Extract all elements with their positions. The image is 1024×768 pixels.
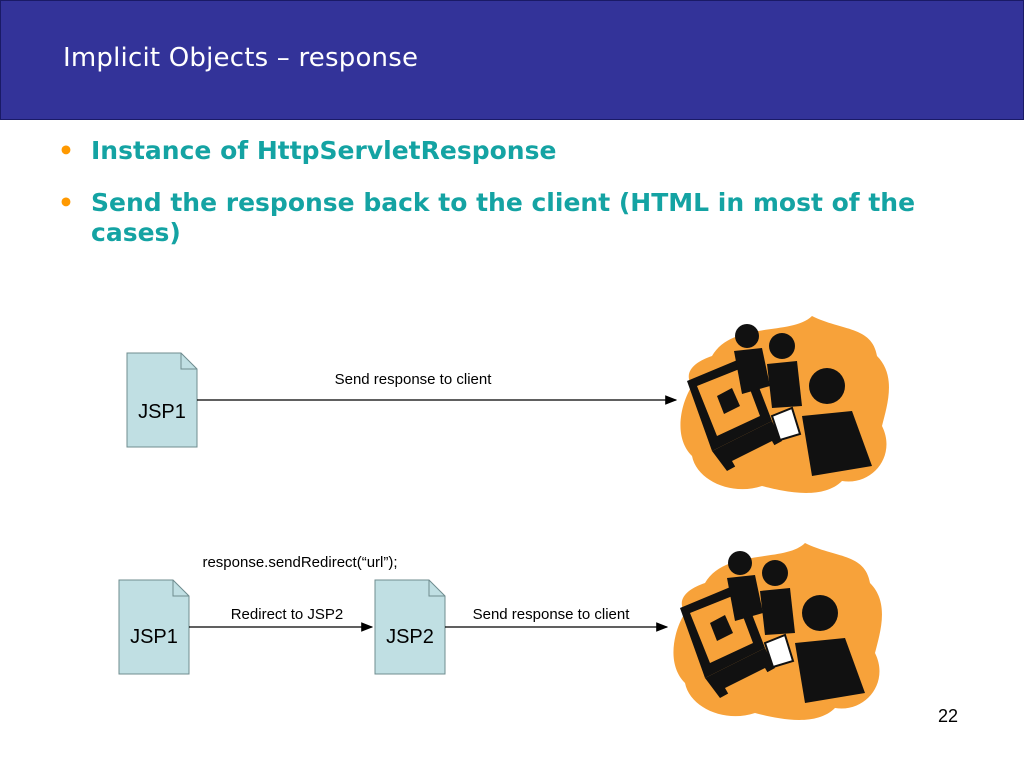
- document-icon: [126, 352, 198, 448]
- bullet-list: • Instance of HttpServletResponse • Send…: [58, 136, 918, 270]
- bullet-marker: •: [58, 136, 74, 165]
- bullet-text: Instance of HttpServletResponse: [91, 136, 557, 165]
- bullet-marker: •: [58, 188, 74, 217]
- jsp1-label: JSP1: [130, 626, 178, 648]
- arrow-label: Send response to client: [473, 606, 631, 623]
- jsp1-label: JSP1: [138, 401, 186, 423]
- bullet-item: • Instance of HttpServletResponse: [58, 136, 918, 166]
- document-icon: [374, 579, 446, 675]
- arrow-label: Redirect to JSP2: [231, 606, 344, 623]
- bullet-text: Send the response back to the client (HT…: [91, 188, 916, 247]
- code-label: response.sendRedirect(“url”);: [202, 554, 397, 571]
- people-at-computer-clipart: [679, 315, 890, 494]
- jsp2-label: JSP2: [386, 626, 434, 648]
- title-bar: Implicit Objects – response: [0, 0, 1024, 120]
- bullet-item: • Send the response back to the client (…: [58, 188, 918, 248]
- page-number: 22: [938, 706, 959, 726]
- document-icon: [118, 579, 190, 675]
- slide-title: Implicit Objects – response: [63, 43, 419, 73]
- people-at-computer-clipart: [672, 542, 883, 721]
- arrow-label: Send response to client: [335, 371, 493, 388]
